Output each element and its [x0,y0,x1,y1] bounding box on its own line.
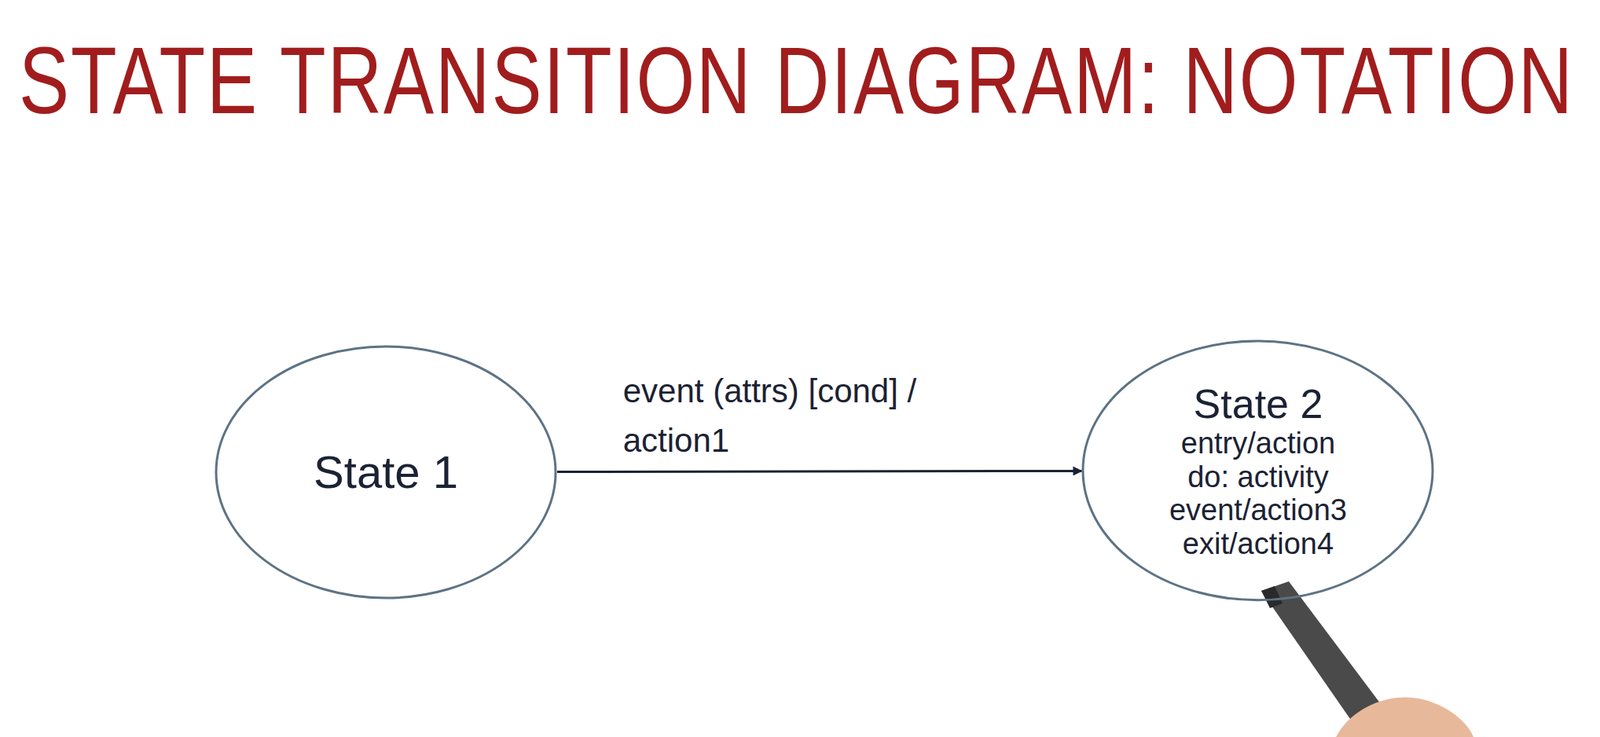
state-action: do: activity [1187,460,1329,495]
diagram-title: STATE TRANSITION DIAGRAM: NOTATION [18,26,1575,136]
state-action: entry/action [1181,426,1336,461]
state-ellipse: State 2entry/actiondo: activityevent/act… [1081,339,1435,602]
state-action: exit/action4 [1182,527,1334,562]
hand-with-pen [1261,581,1474,737]
state-name: State 2 [1193,381,1324,427]
pen-body [1261,581,1384,727]
state-name: State 1 [313,447,459,499]
pen-tip [1261,586,1283,609]
state-ellipse: State 1 [214,344,558,600]
fingers [1335,697,1474,737]
transition-label: event (attrs) [cond] / action1 [620,366,1020,466]
transition-arrow [557,470,1082,472]
state-action: event/action3 [1169,493,1347,528]
